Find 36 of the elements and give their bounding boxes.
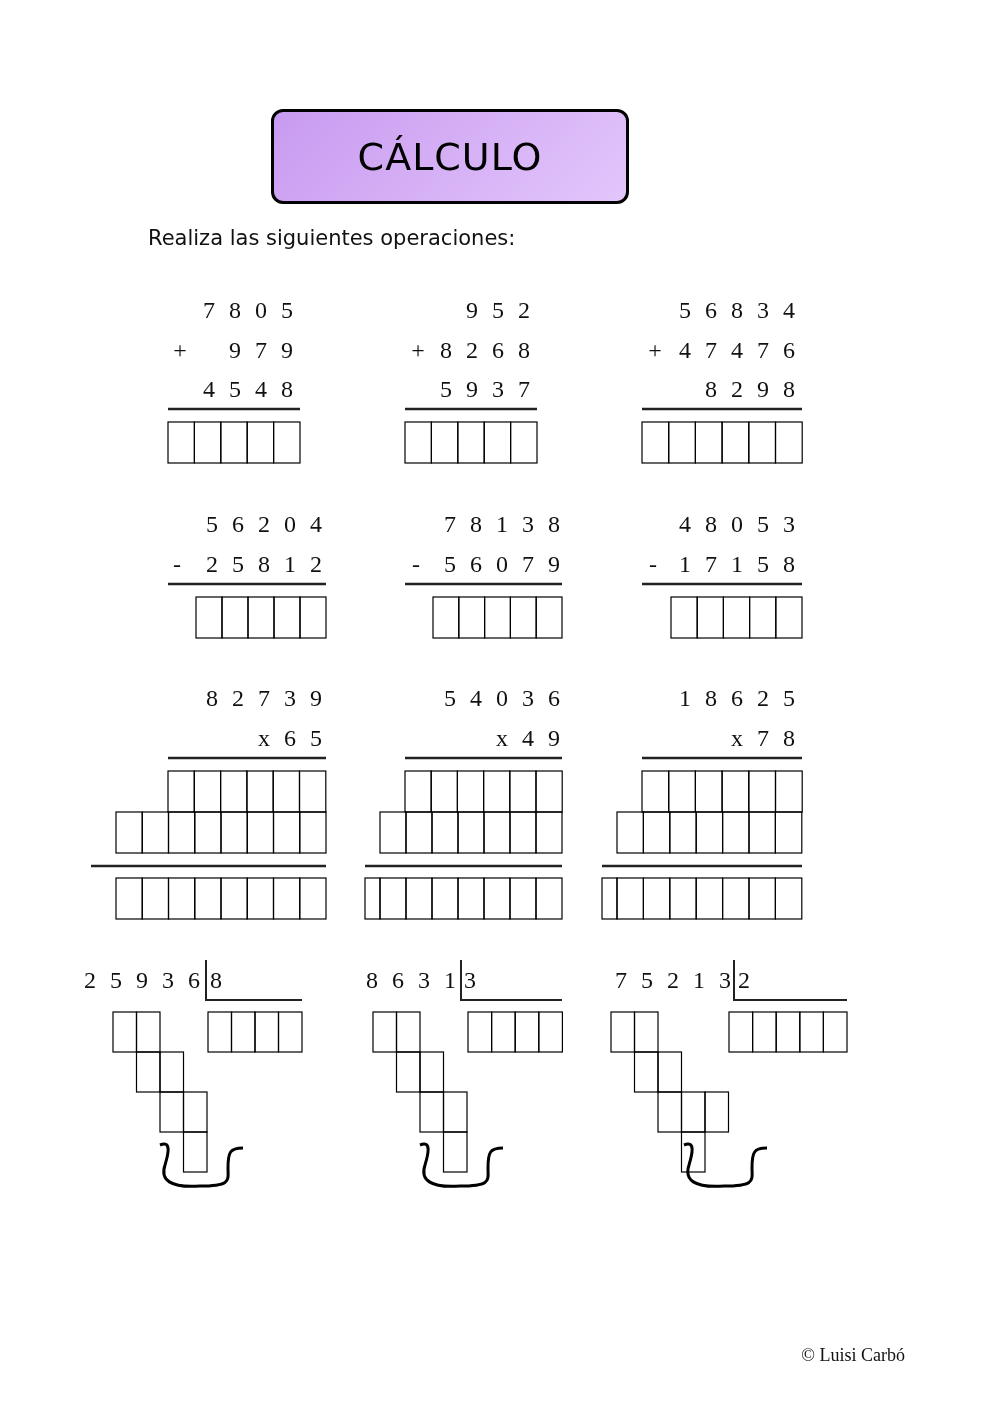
number: 8 6 3 1 <box>366 966 456 994</box>
number: x 6 5 <box>258 724 322 752</box>
number: 5 6 0 7 9 <box>444 550 560 578</box>
number: 5 4 0 3 6 <box>444 684 560 712</box>
number: 5 6 8 3 4 <box>679 296 795 324</box>
copyright-note: © Luisi Carbó <box>801 1344 905 1367</box>
number: 4 8 0 5 3 <box>679 510 795 538</box>
number: 5 9 3 7 <box>440 375 530 403</box>
number: 9 5 2 <box>466 296 530 324</box>
number: 4 7 4 7 6 <box>679 336 795 364</box>
operator-sign: - <box>412 550 420 578</box>
number: x 7 8 <box>731 724 795 752</box>
operator-sign: + <box>173 336 187 364</box>
number: 1 7 1 5 8 <box>679 550 795 578</box>
operator-sign: + <box>648 336 662 364</box>
number: 2 <box>738 966 750 994</box>
number: 1 8 6 2 5 <box>679 684 795 712</box>
operator-sign: + <box>411 336 425 364</box>
number: 8 <box>210 966 222 994</box>
number: 2 5 9 3 6 <box>84 966 200 994</box>
operator-sign: - <box>173 550 181 578</box>
instruction-text: Realiza las siguientes operaciones: <box>148 225 516 252</box>
number: x 4 9 <box>496 724 560 752</box>
number: 9 7 9 <box>229 336 293 364</box>
number: 7 8 0 5 <box>203 296 293 324</box>
number: 2 5 8 1 2 <box>206 550 322 578</box>
title-banner: CÁLCULO <box>271 109 629 204</box>
number: 7 5 2 1 3 <box>615 966 731 994</box>
number: 8 2 7 3 9 <box>206 684 322 712</box>
number: 5 6 2 0 4 <box>206 510 322 538</box>
number: 3 <box>464 966 476 994</box>
number: 4 5 4 8 <box>203 375 293 403</box>
number: 8 2 9 8 <box>705 375 795 403</box>
number: 7 8 1 3 8 <box>444 510 560 538</box>
number: 8 2 6 8 <box>440 336 530 364</box>
operator-sign: - <box>649 550 657 578</box>
